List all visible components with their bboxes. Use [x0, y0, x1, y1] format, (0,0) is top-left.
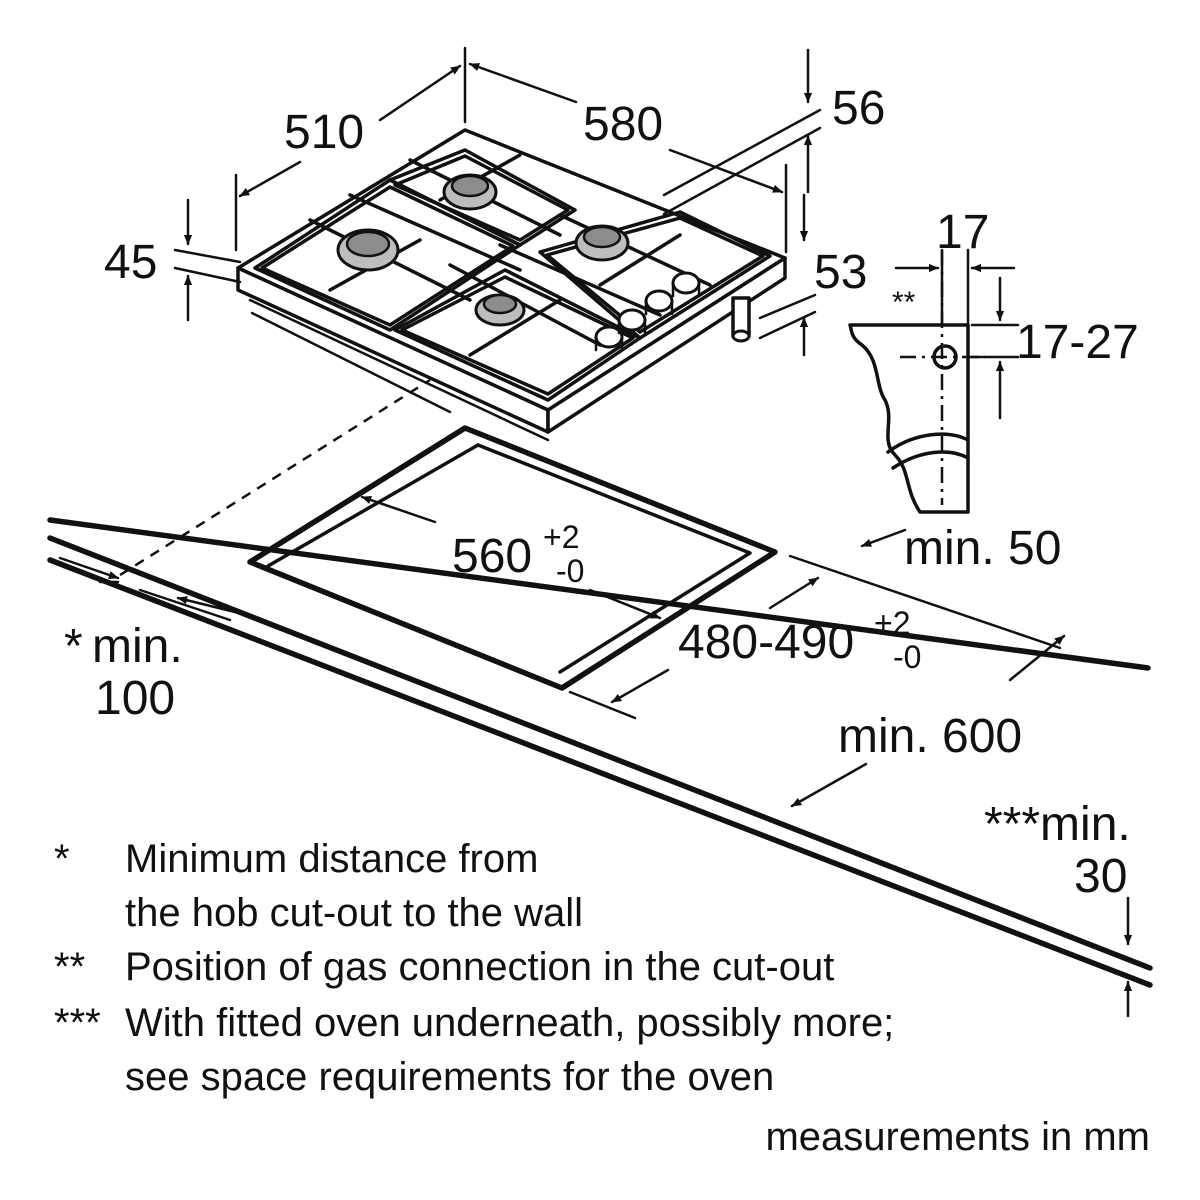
- clearance-dimension-lines: [58, 528, 1133, 1018]
- footnote-1-line1: Minimum distance from: [125, 837, 538, 881]
- hob-width-label: 510: [284, 106, 364, 159]
- footnotes: * Minimum distance from the hob cut-out …: [54, 837, 894, 1099]
- worktop-depth-label: min. 600: [838, 710, 1022, 763]
- cutout-dimension-lines: [360, 495, 1062, 720]
- burner-rear-right: [574, 224, 630, 262]
- hob-cutout: [247, 425, 778, 691]
- gas-connection-marker: **: [892, 286, 916, 319]
- oven-clearance-label-line1: ***min.: [984, 798, 1131, 851]
- oven-clearance-label-line2: 30: [1074, 850, 1127, 903]
- units-note: measurements in mm: [765, 1115, 1150, 1159]
- cutout-depth-tolerance-minus: -0: [893, 639, 921, 675]
- hob-front-height-label: 45: [104, 236, 157, 289]
- footnote-1-line2: the hob cut-out to the wall: [125, 891, 583, 935]
- hob-side-face: [546, 256, 787, 434]
- cutout-depth-label: 480-490: [678, 616, 854, 669]
- burner-front-right: [474, 293, 526, 327]
- footnote-2-line1: Position of gas connection in the cut-ou…: [125, 945, 834, 989]
- cutout-width-label: 560: [452, 530, 532, 583]
- hob-depth-label: 580: [583, 98, 663, 151]
- control-knobs: [594, 271, 701, 352]
- gas-connection-detail: [848, 248, 1020, 514]
- footnote-marker-1: *: [54, 837, 70, 881]
- cutout-depth-tolerance-plus: +2: [874, 605, 910, 641]
- rear-clearance-label: min. 50: [904, 522, 1061, 575]
- footnote-3-line2: see space requirements for the oven: [125, 1055, 774, 1099]
- gas-connection-range-label: 17-27: [1016, 316, 1139, 369]
- hob-below-height-label: 53: [814, 246, 867, 299]
- wall-clearance-label-line1: min.: [92, 620, 183, 673]
- gas-connector-stub: [731, 296, 751, 343]
- cutout-width-tolerance-plus: +2: [543, 519, 579, 555]
- cutout-width-tolerance-minus: -0: [556, 553, 584, 589]
- footnote-marker-3: ***: [54, 1001, 101, 1045]
- hob-dimension-lines: [173, 46, 822, 357]
- burner-rear-left: [442, 173, 498, 211]
- wall-clearance-label-line2: 100: [95, 672, 175, 725]
- burner-front-left: [336, 228, 400, 272]
- gas-connection-width-label: 17: [936, 206, 989, 259]
- hob-top-plate: [236, 128, 787, 412]
- wall-clearance-marker: *: [64, 620, 83, 673]
- hob-rear-height-label: 56: [832, 82, 885, 135]
- footnote-marker-2: **: [54, 945, 85, 989]
- footnote-3-line1: With fitted oven underneath, possibly mo…: [125, 1001, 894, 1045]
- hob: [236, 128, 787, 442]
